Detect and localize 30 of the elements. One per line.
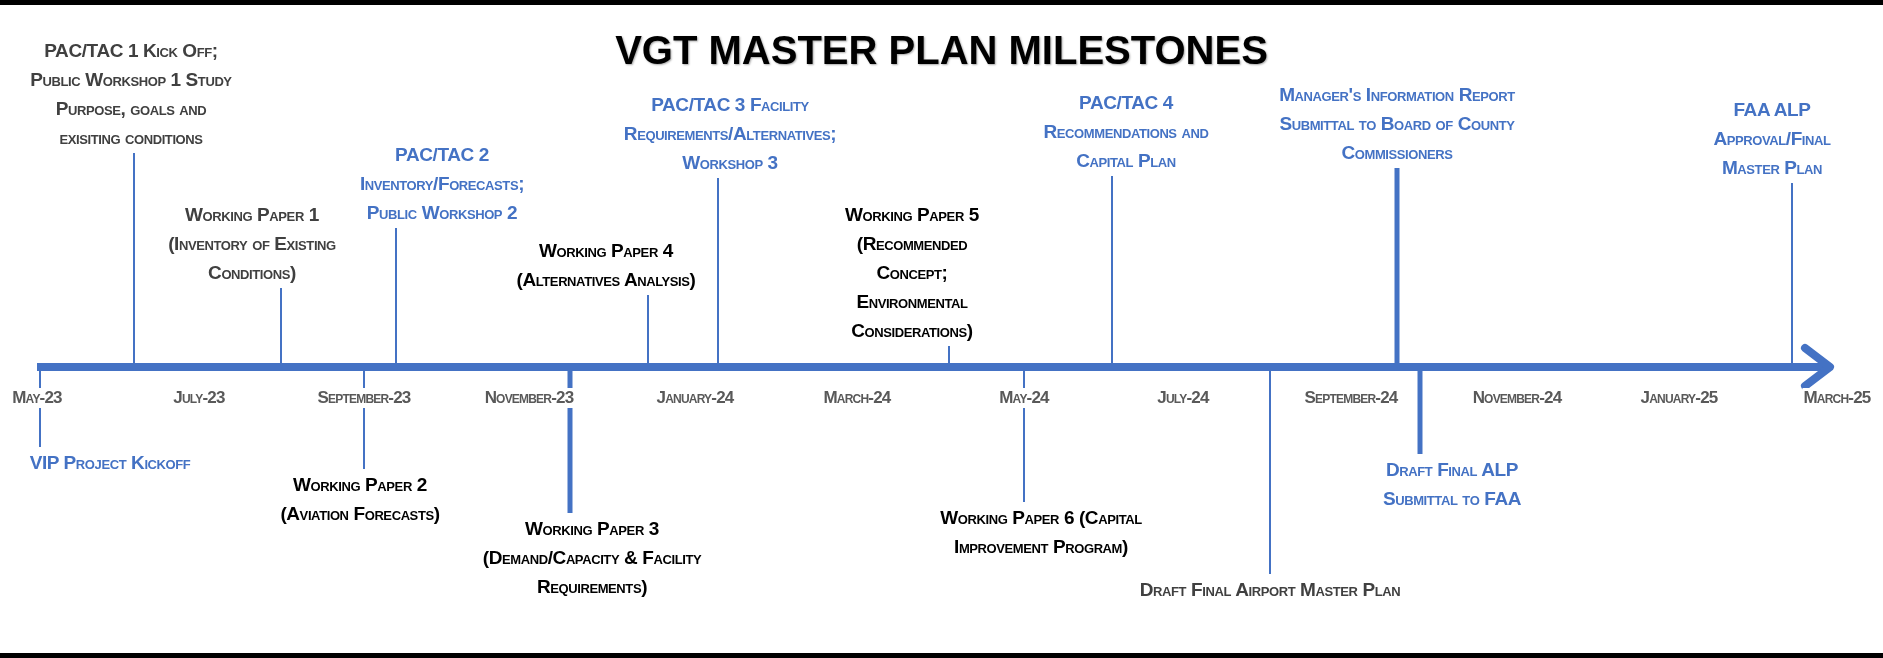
milestone-label: Draft Final Airport Master Plan <box>1090 575 1450 604</box>
leader-line <box>395 227 397 364</box>
leader-line <box>1791 182 1793 364</box>
diagram-title: VGT MASTER PLAN MILESTONES <box>615 28 1268 72</box>
milestone-label: PAC/TAC 4 Recommendations and Capital Plan <box>1018 88 1234 175</box>
leader-line <box>567 371 573 513</box>
milestone-label: Working Paper 6 (Capital Improvement Program) <box>933 503 1149 561</box>
leader-line <box>280 287 282 364</box>
leader-line <box>1417 371 1423 454</box>
milestone-label: Working Paper 3 (Demand/Capacity & Facility Requirements) <box>474 514 710 601</box>
milestone-label: Manager's Information Report Submittal to Board of County Commissioners <box>1252 80 1542 167</box>
month-label: May-24 <box>998 388 1050 408</box>
milestone-label: Working Paper 5 (Recommended Concept; Environmental Considerations) <box>822 200 1002 345</box>
milestone-label: Working Paper 2 (Aviation Forecasts) <box>270 470 450 528</box>
leader-line <box>948 345 950 364</box>
milestone-label: Draft Final ALP Submittal to FAA <box>1372 455 1532 513</box>
month-label: May-23 <box>11 388 63 408</box>
month-label: September-23 <box>316 388 412 408</box>
milestone-label: Working Paper 4 (Alternatives Analysis) <box>516 236 696 294</box>
milestone-label: PAC/TAC 3 Facility Requirements/Alternatives; Workshop 3 <box>621 90 839 177</box>
leader-line <box>717 177 719 364</box>
milestone-label: VIP Project Kickoff <box>0 448 225 477</box>
leader-line <box>1269 370 1271 575</box>
milestone-label: PAC/TAC 1 Kick Off; Public Workshop 1 Study Purpose, goals and exisiting conditions <box>28 36 234 152</box>
leader-line <box>647 294 649 364</box>
month-label: November-23 <box>483 388 575 408</box>
leader-line <box>1394 168 1400 363</box>
leader-line <box>1111 175 1113 364</box>
milestone-label: FAA ALP Approval/Final Master Plan <box>1684 95 1860 182</box>
leader-line <box>133 152 135 364</box>
